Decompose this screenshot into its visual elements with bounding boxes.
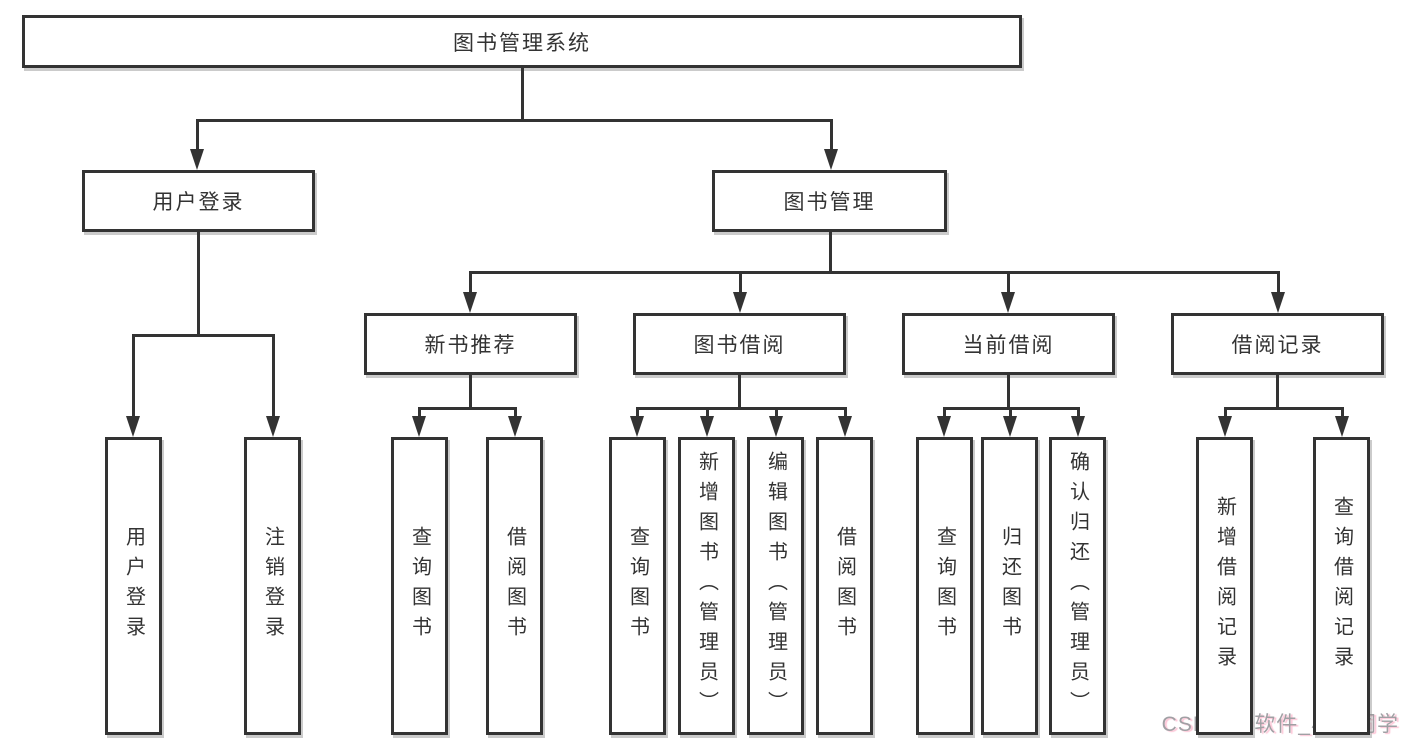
node-label: 图书管理 [783,191,876,214]
node-label: 借阅记录 [1231,334,1324,357]
connector-arrow-stub [271,335,275,423]
arrowhead-down-icon [126,416,140,437]
arrowhead-down-icon [1335,416,1349,437]
arrowhead-down-icon [1001,292,1015,313]
node-label: 查询借阅记录 [1330,496,1353,676]
connector-arrow-stub [1276,272,1280,299]
node-label: 确认归还（管理员） [1066,451,1089,721]
node-label: 新书推荐 [424,334,517,357]
node-leaf-logout: 注销登录 [244,437,301,735]
connector-vline [1006,375,1010,409]
arrowhead-down-icon [190,149,204,170]
connector-hline [1223,406,1344,410]
node-user-login-module: 用户登录 [82,170,315,232]
node-label: 归还图书 [998,526,1021,646]
node-leaf-query-borrow-record: 查询借阅记录 [1313,437,1370,735]
connector-arrow-stub [738,272,742,299]
connector-arrow-stub [1223,408,1227,423]
arrowhead-down-icon [1218,416,1232,437]
connector-arrow-stub [843,408,847,423]
arrowhead-down-icon [508,416,522,437]
connector-arrow-stub [1008,408,1012,423]
node-leaf-borrow-books-2: 借阅图书 [816,437,873,735]
connector-vline [737,375,741,409]
connector-arrow-stub [195,120,199,156]
connector-vline [828,232,832,273]
arrowhead-down-icon [769,416,783,437]
arrowhead-down-icon [412,416,426,437]
node-label: 查询图书 [408,526,431,646]
connector-vline [520,68,524,121]
node-book-borrowing: 图书借阅 [633,313,846,375]
connector-hline [417,406,517,410]
node-leaf-add-borrow-record: 新增借阅记录 [1196,437,1253,735]
arrowhead-down-icon [266,416,280,437]
node-label: 图书借阅 [693,334,786,357]
connector-hline [468,270,1280,274]
node-borrowing-records: 借阅记录 [1171,313,1384,375]
connector-arrow-stub [635,408,639,423]
node-leaf-add-books-admin: 新增图书（管理员） [678,437,735,735]
node-label: 查询图书 [626,526,649,646]
connector-arrow-stub [942,408,946,423]
connector-hline [635,406,847,410]
node-leaf-query-books-2: 查询图书 [609,437,666,735]
connector-arrow-stub [1340,408,1344,423]
node-label: 借阅图书 [503,526,526,646]
arrowhead-down-icon [463,292,477,313]
connector-arrow-stub [417,408,421,423]
node-new-book-recommend: 新书推荐 [364,313,577,375]
connector-arrow-stub [705,408,709,423]
node-label: 用户登录 [152,191,245,214]
connector-hline [195,118,833,122]
arrowhead-down-icon [1071,416,1085,437]
connector-hline [131,333,275,337]
node-label: 用户登录 [122,526,145,646]
connector-arrow-stub [468,272,472,299]
arrowhead-down-icon [1003,416,1017,437]
connector-arrow-stub [829,120,833,156]
node-leaf-query-books-3: 查询图书 [916,437,973,735]
arrowhead-down-icon [733,292,747,313]
node-label: 查询图书 [933,526,956,646]
arrowhead-down-icon [937,416,951,437]
node-label: 图书管理系统 [453,31,591,55]
arrowhead-down-icon [838,416,852,437]
connector-arrow-stub [1076,408,1080,423]
node-label: 借阅图书 [833,526,856,646]
node-label: 编辑图书（管理员） [764,451,787,721]
arrowhead-down-icon [824,149,838,170]
node-leaf-borrow-books-1: 借阅图书 [486,437,543,735]
node-label: 注销登录 [261,526,284,646]
arrowhead-down-icon [1271,292,1285,313]
connector-arrow-stub [1006,272,1010,299]
node-leaf-return-books: 归还图书 [981,437,1038,735]
node-leaf-user-login: 用户登录 [105,437,162,735]
node-label: 新增图书（管理员） [695,451,718,721]
connector-vline [468,375,472,409]
connector-vline [1275,375,1279,409]
node-label: 当前借阅 [962,334,1055,357]
node-current-borrowing: 当前借阅 [902,313,1115,375]
node-book-management-module: 图书管理 [712,170,947,232]
arrowhead-down-icon [700,416,714,437]
connector-arrow-stub [774,408,778,423]
node-leaf-edit-books-admin: 编辑图书（管理员） [747,437,804,735]
node-label: 新增借阅记录 [1213,496,1236,676]
arrowhead-down-icon [630,416,644,437]
connector-arrow-stub [131,335,135,423]
node-leaf-confirm-return: 确认归还（管理员） [1049,437,1106,735]
connector-arrow-stub [513,408,517,423]
node-leaf-query-books-1: 查询图书 [391,437,448,735]
connector-vline [196,232,200,336]
node-root-system: 图书管理系统 [22,15,1022,68]
